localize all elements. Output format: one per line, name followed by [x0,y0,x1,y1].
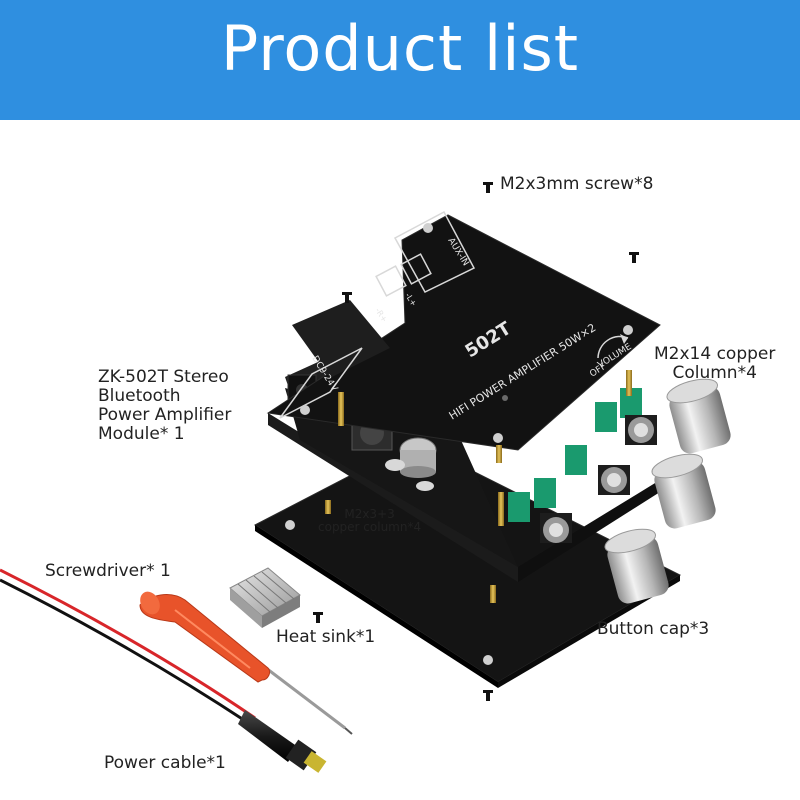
top-pcb [266,210,661,451]
screwdriver-label: Screwdriver* 1 [45,561,171,581]
module-label-line3: Power Amplifier [98,405,232,425]
heat-sink-label: Heat sink*1 [276,627,376,647]
module-label-line1: ZK-502T Stereo [98,367,229,387]
short-copper-column-label-line1: M2x3+3 [344,507,395,521]
module-label: ZK-502T Stereo Bluetooth Power Amplifier… [98,368,231,444]
power-cable-label: Power cable*1 [104,753,226,773]
copper-column-short [325,500,496,603]
heat-sink-icon [229,567,301,628]
copper-column-label-line1: M2x14 copper [654,344,776,364]
screw-icon [313,182,639,701]
button-cap-label: Button cap*3 [597,619,710,639]
module-label-line2: Bluetooth [98,386,181,406]
title-banner: Product list [0,0,800,120]
bottom-plate [254,441,682,688]
module-label-line4: Module* 1 [98,424,185,444]
button-cap-icon [604,378,731,604]
short-copper-column-label: M2x3+3 copper column*4 [318,508,421,534]
product-illustration: 502T HIFI POWER AMPLIFIER 50W×2 VOLUME O… [0,182,731,773]
board-r-text: -R+ [373,306,389,324]
copper-column-long [338,370,632,526]
power-cable-icon [0,568,327,773]
screwdriver-icon [139,591,353,735]
screw-label: M2x3mm screw*8 [500,174,654,194]
copper-column-label-line2: Column*4 [672,363,757,383]
copper-column-label: M2x14 copper Column*4 [654,345,775,383]
page-title: Product list [220,12,580,85]
short-copper-column-label-line2: copper column*4 [318,520,422,534]
product-scene: 502T HIFI POWER AMPLIFIER 50W×2 VOLUME O… [0,120,800,800]
